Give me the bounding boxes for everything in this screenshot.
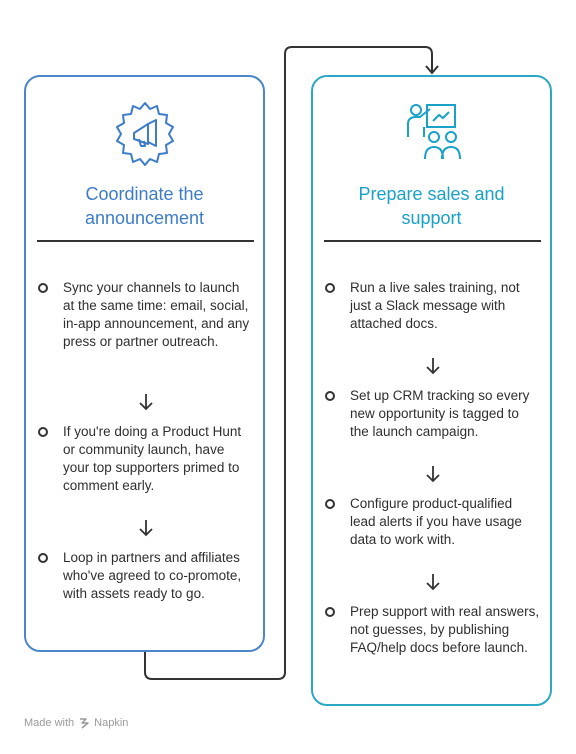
arrow-down-icon [139,394,153,411]
bullet-circle-icon [38,283,48,293]
card-title: Prepare sales and support [358,184,505,228]
bullet-circle-icon [38,427,48,437]
megaphone-gear-icon [110,97,180,167]
made-with-label: Made with [24,717,75,729]
napkin-brand: Napkin [94,717,129,729]
coordinate-announcement-card: Coordinate the announcement Sync your ch… [24,75,265,652]
list-item: Sync your channels to launch at the same… [34,279,259,387]
title-divider [324,240,541,242]
arrow-down-icon [426,574,440,591]
bullet-circle-icon [38,553,48,563]
napkin-logo-icon [80,718,89,729]
bullet-circle-icon [325,283,335,293]
prepare-sales-support-card: Prepare sales and support Run a live sal… [311,75,552,706]
list-item: Prep support with real answers, not gues… [321,603,546,675]
arrow-down-icon [426,466,440,483]
list-item: Run a live sales training, not just a Sl… [321,279,546,351]
bullet-circle-icon [325,391,335,401]
bullet-circle-icon [325,607,335,617]
card-title: Coordinate the announcement [84,184,205,228]
bullet-circle-icon [325,499,335,509]
list-item: If you're doing a Product Hunt or commun… [34,423,259,513]
list-item: Loop in partners and affiliates who've a… [34,549,259,621]
list-item: Set up CRM tracking so every new opportu… [321,387,546,459]
list-item: Configure product-qualified lead alerts … [321,495,546,567]
title-divider [37,240,254,242]
arrow-down-icon [139,520,153,537]
presenter-team-icon [397,97,467,167]
made-with-napkin-footer[interactable]: Made with Napkin [24,717,128,729]
arrow-down-icon [426,358,440,375]
